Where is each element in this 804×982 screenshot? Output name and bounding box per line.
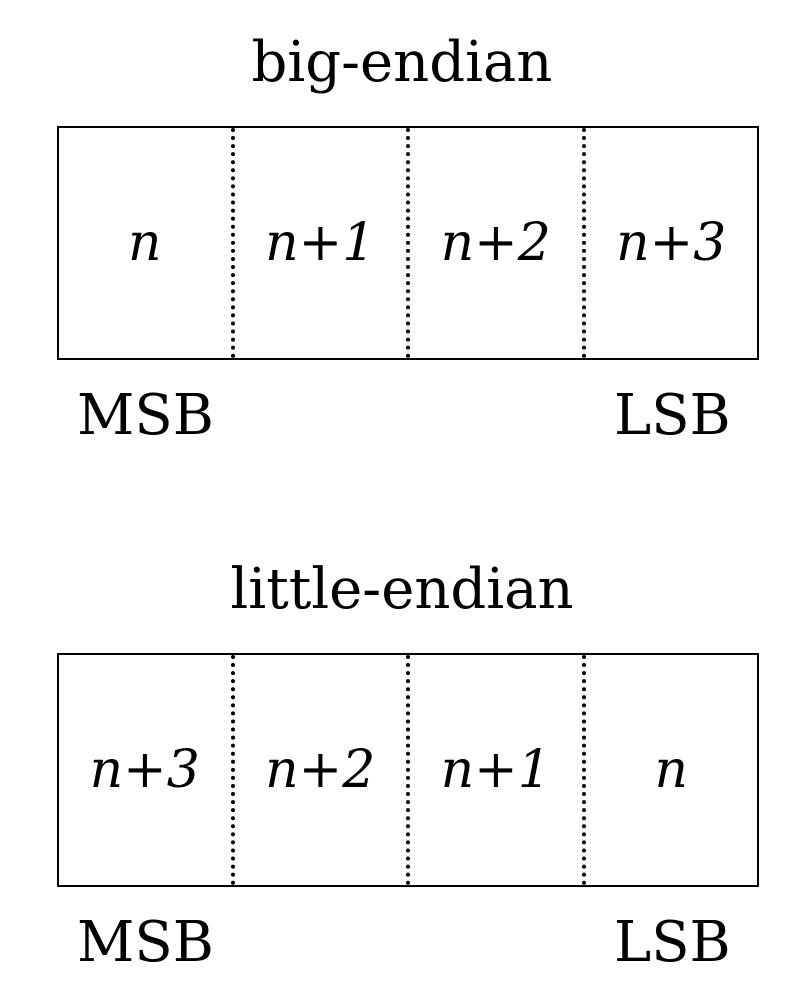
byte-cell: n+1 [406, 655, 582, 885]
byte-cell: n [128, 213, 162, 273]
byte-cell: n+2 [406, 128, 582, 358]
byte-cell: n+1 [230, 128, 407, 358]
diagram-title: big-endian [251, 30, 553, 95]
word-box: n n+1 n+2 n+3 [57, 126, 759, 360]
lsb-label: LSB [614, 910, 731, 975]
byte-cell: n [581, 655, 758, 885]
diagram-title: little-endian [230, 557, 574, 622]
msb-label: MSB [77, 910, 214, 975]
byte-cell: n+3 [89, 740, 200, 800]
word-box: n+3 n+2 n+1 n [57, 653, 759, 887]
lsb-label: LSB [614, 383, 731, 448]
byte-cell: n+3 [581, 128, 758, 358]
msb-label: MSB [77, 383, 214, 448]
byte-cell: n+2 [230, 655, 407, 885]
